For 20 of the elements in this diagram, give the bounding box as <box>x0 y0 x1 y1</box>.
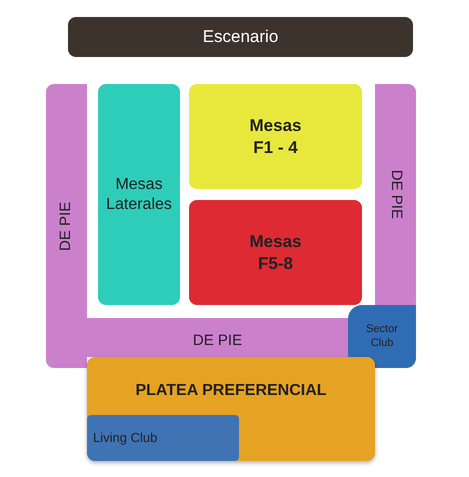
area-label: Mesas F1 - 4 <box>248 115 302 158</box>
area-label: Living Club <box>93 430 158 446</box>
area-label: DE PIE <box>386 170 405 220</box>
sector-box <box>348 305 416 368</box>
seating-area <box>87 357 375 461</box>
lounge-box <box>87 415 239 461</box>
area-label: Mesas F5-8 <box>248 231 302 274</box>
seating-area <box>98 84 180 305</box>
stage-box <box>68 17 413 57</box>
seating-area <box>189 84 362 189</box>
standing-area <box>87 318 348 357</box>
area-label: Mesas Laterales <box>105 174 173 214</box>
standing-area <box>46 84 87 368</box>
area-label: Sector Club <box>365 322 399 350</box>
seating-area <box>189 200 362 305</box>
area-label: DE PIE <box>57 201 76 251</box>
area-label: PLATEA PREFERENCIAL <box>135 381 327 401</box>
standing-area <box>375 84 416 305</box>
area-label: DE PIE <box>192 332 242 351</box>
area-label: Escenario <box>202 26 278 48</box>
